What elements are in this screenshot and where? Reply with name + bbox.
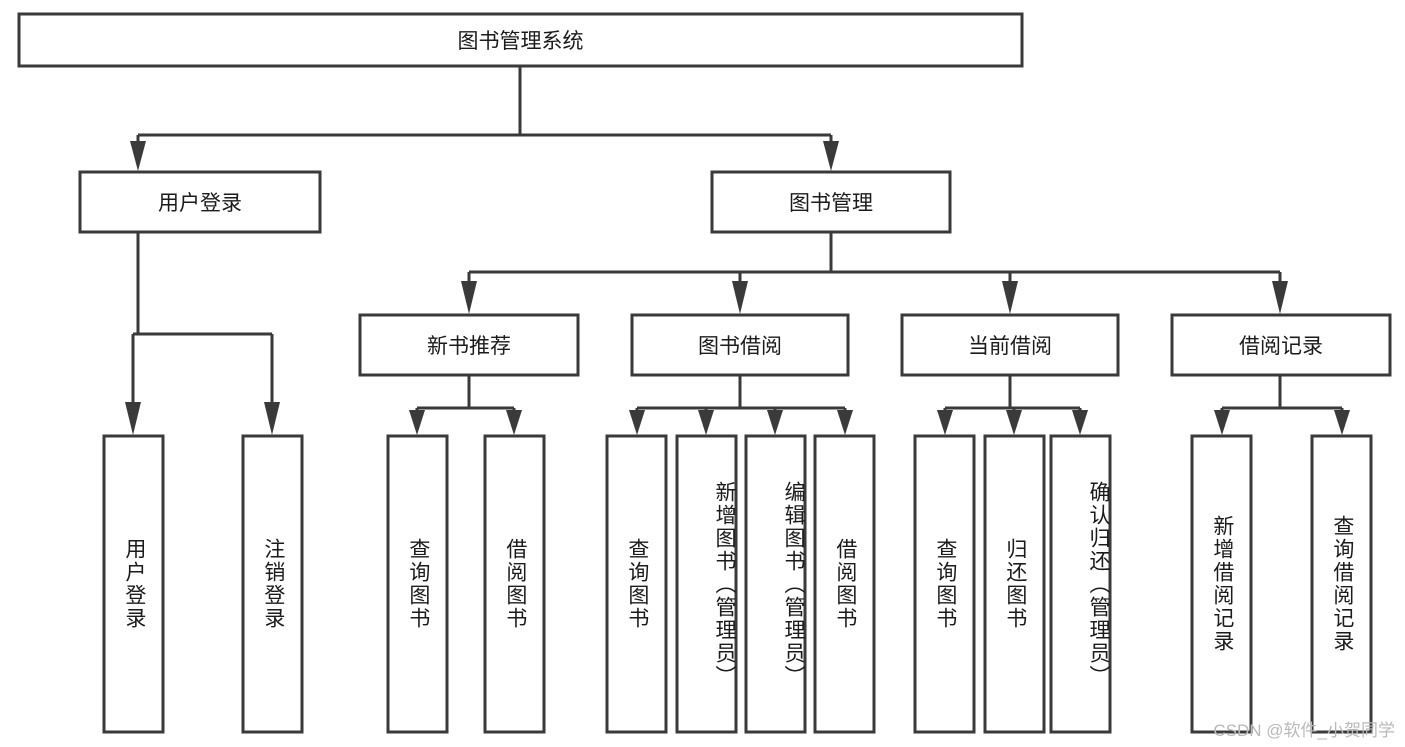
arrow-head-lf-1	[264, 402, 280, 435]
node-box-lf-9[interactable]	[983, 434, 1046, 734]
node-box-lf-7[interactable]	[813, 434, 876, 734]
node-box-l2-3[interactable]	[1170, 313, 1392, 377]
arrow-head-l2-3	[1272, 281, 1288, 314]
arrow-head-lf-4	[629, 410, 645, 435]
arrow-head-lf-6	[767, 410, 783, 435]
arrow-head-l2-1	[732, 281, 748, 314]
arrow-head-lf-3	[506, 410, 522, 435]
node-box-lf-4[interactable]	[605, 434, 668, 734]
node-box-l1-0[interactable]	[78, 170, 322, 234]
arrow-head-lf-11	[1214, 410, 1230, 435]
arrow-head-lf-5	[698, 410, 714, 435]
arrow-head-lf-10	[1072, 410, 1088, 435]
arrow-head-l2-0	[461, 281, 477, 314]
arrow-head-lf-0	[125, 402, 141, 435]
connector-layer	[125, 66, 1350, 435]
node-box-root[interactable]	[17, 12, 1024, 68]
node-box-lf-5[interactable]	[675, 434, 738, 734]
arrow-head-l2-2	[1002, 281, 1018, 314]
node-box-l2-2[interactable]	[900, 313, 1120, 377]
arrow-head-l1-0	[130, 141, 146, 171]
arrow-head-lf-2	[409, 410, 425, 435]
arrow-head-lf-7	[837, 410, 853, 435]
node-box-lf-6[interactable]	[744, 434, 807, 734]
node-box-lf-0[interactable]	[102, 434, 165, 734]
node-box-lf-3[interactable]	[483, 434, 546, 734]
node-box-lf-11[interactable]	[1190, 434, 1253, 734]
arrow-head-lf-9	[1006, 410, 1022, 435]
watermark-text: CSDN @软件_小贺同学	[1213, 721, 1395, 740]
node-box-lf-8[interactable]	[913, 434, 976, 734]
arrow-head-l1-1	[823, 141, 839, 171]
node-box-lf-12[interactable]	[1310, 434, 1373, 734]
node-box-lf-10[interactable]	[1049, 434, 1112, 734]
arrow-head-lf-12	[1334, 410, 1350, 435]
node-layer	[17, 12, 1392, 734]
node-box-lf-1[interactable]	[241, 434, 304, 734]
node-box-l2-0[interactable]	[358, 313, 580, 377]
node-box-lf-2[interactable]	[386, 434, 449, 734]
node-box-l2-1[interactable]	[630, 313, 850, 377]
arrow-head-lf-8	[937, 410, 953, 435]
node-box-l1-1[interactable]	[710, 170, 952, 234]
